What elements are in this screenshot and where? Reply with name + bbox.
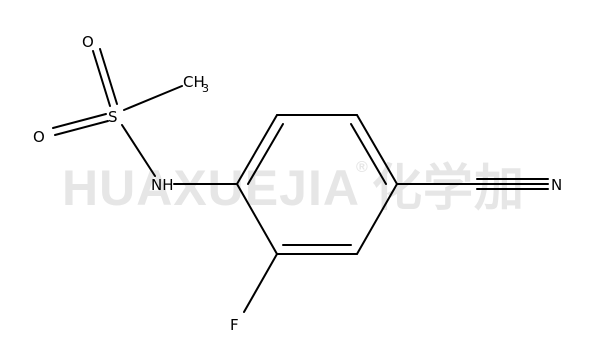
atom-f: F [230,316,239,334]
atom-s: S [108,108,118,126]
atom-o-top: O [82,33,94,51]
bond-s-n [121,124,156,177]
bond-ring-c3-c4 [356,114,398,185]
watermark-registered: ® [356,159,369,176]
atom-o-left: O [33,128,45,146]
bond-ring-c4-c5 [356,183,398,255]
watermark-text: HUAXUEJIA [62,160,360,216]
atom-ch3: CH [183,73,205,91]
bond-c-f [243,253,278,313]
atom-nh: NH [151,176,174,194]
bond-ring-c3-c4-inner [350,123,387,185]
bond-ring-c1-c2 [236,114,278,185]
bond-ring-c6-c1 [236,183,278,255]
bond-s-ch3 [123,85,183,111]
atom-ch3-subscript: 3 [202,82,209,95]
bond-s-o-top-b [99,48,118,105]
bond-s-o-top-a [92,50,111,107]
bond-ring-c1-c2-inner [247,123,284,185]
atom-n: N [551,176,562,194]
bond-s-o-left-a [52,113,107,129]
bond-s-o-left-b [54,120,109,136]
